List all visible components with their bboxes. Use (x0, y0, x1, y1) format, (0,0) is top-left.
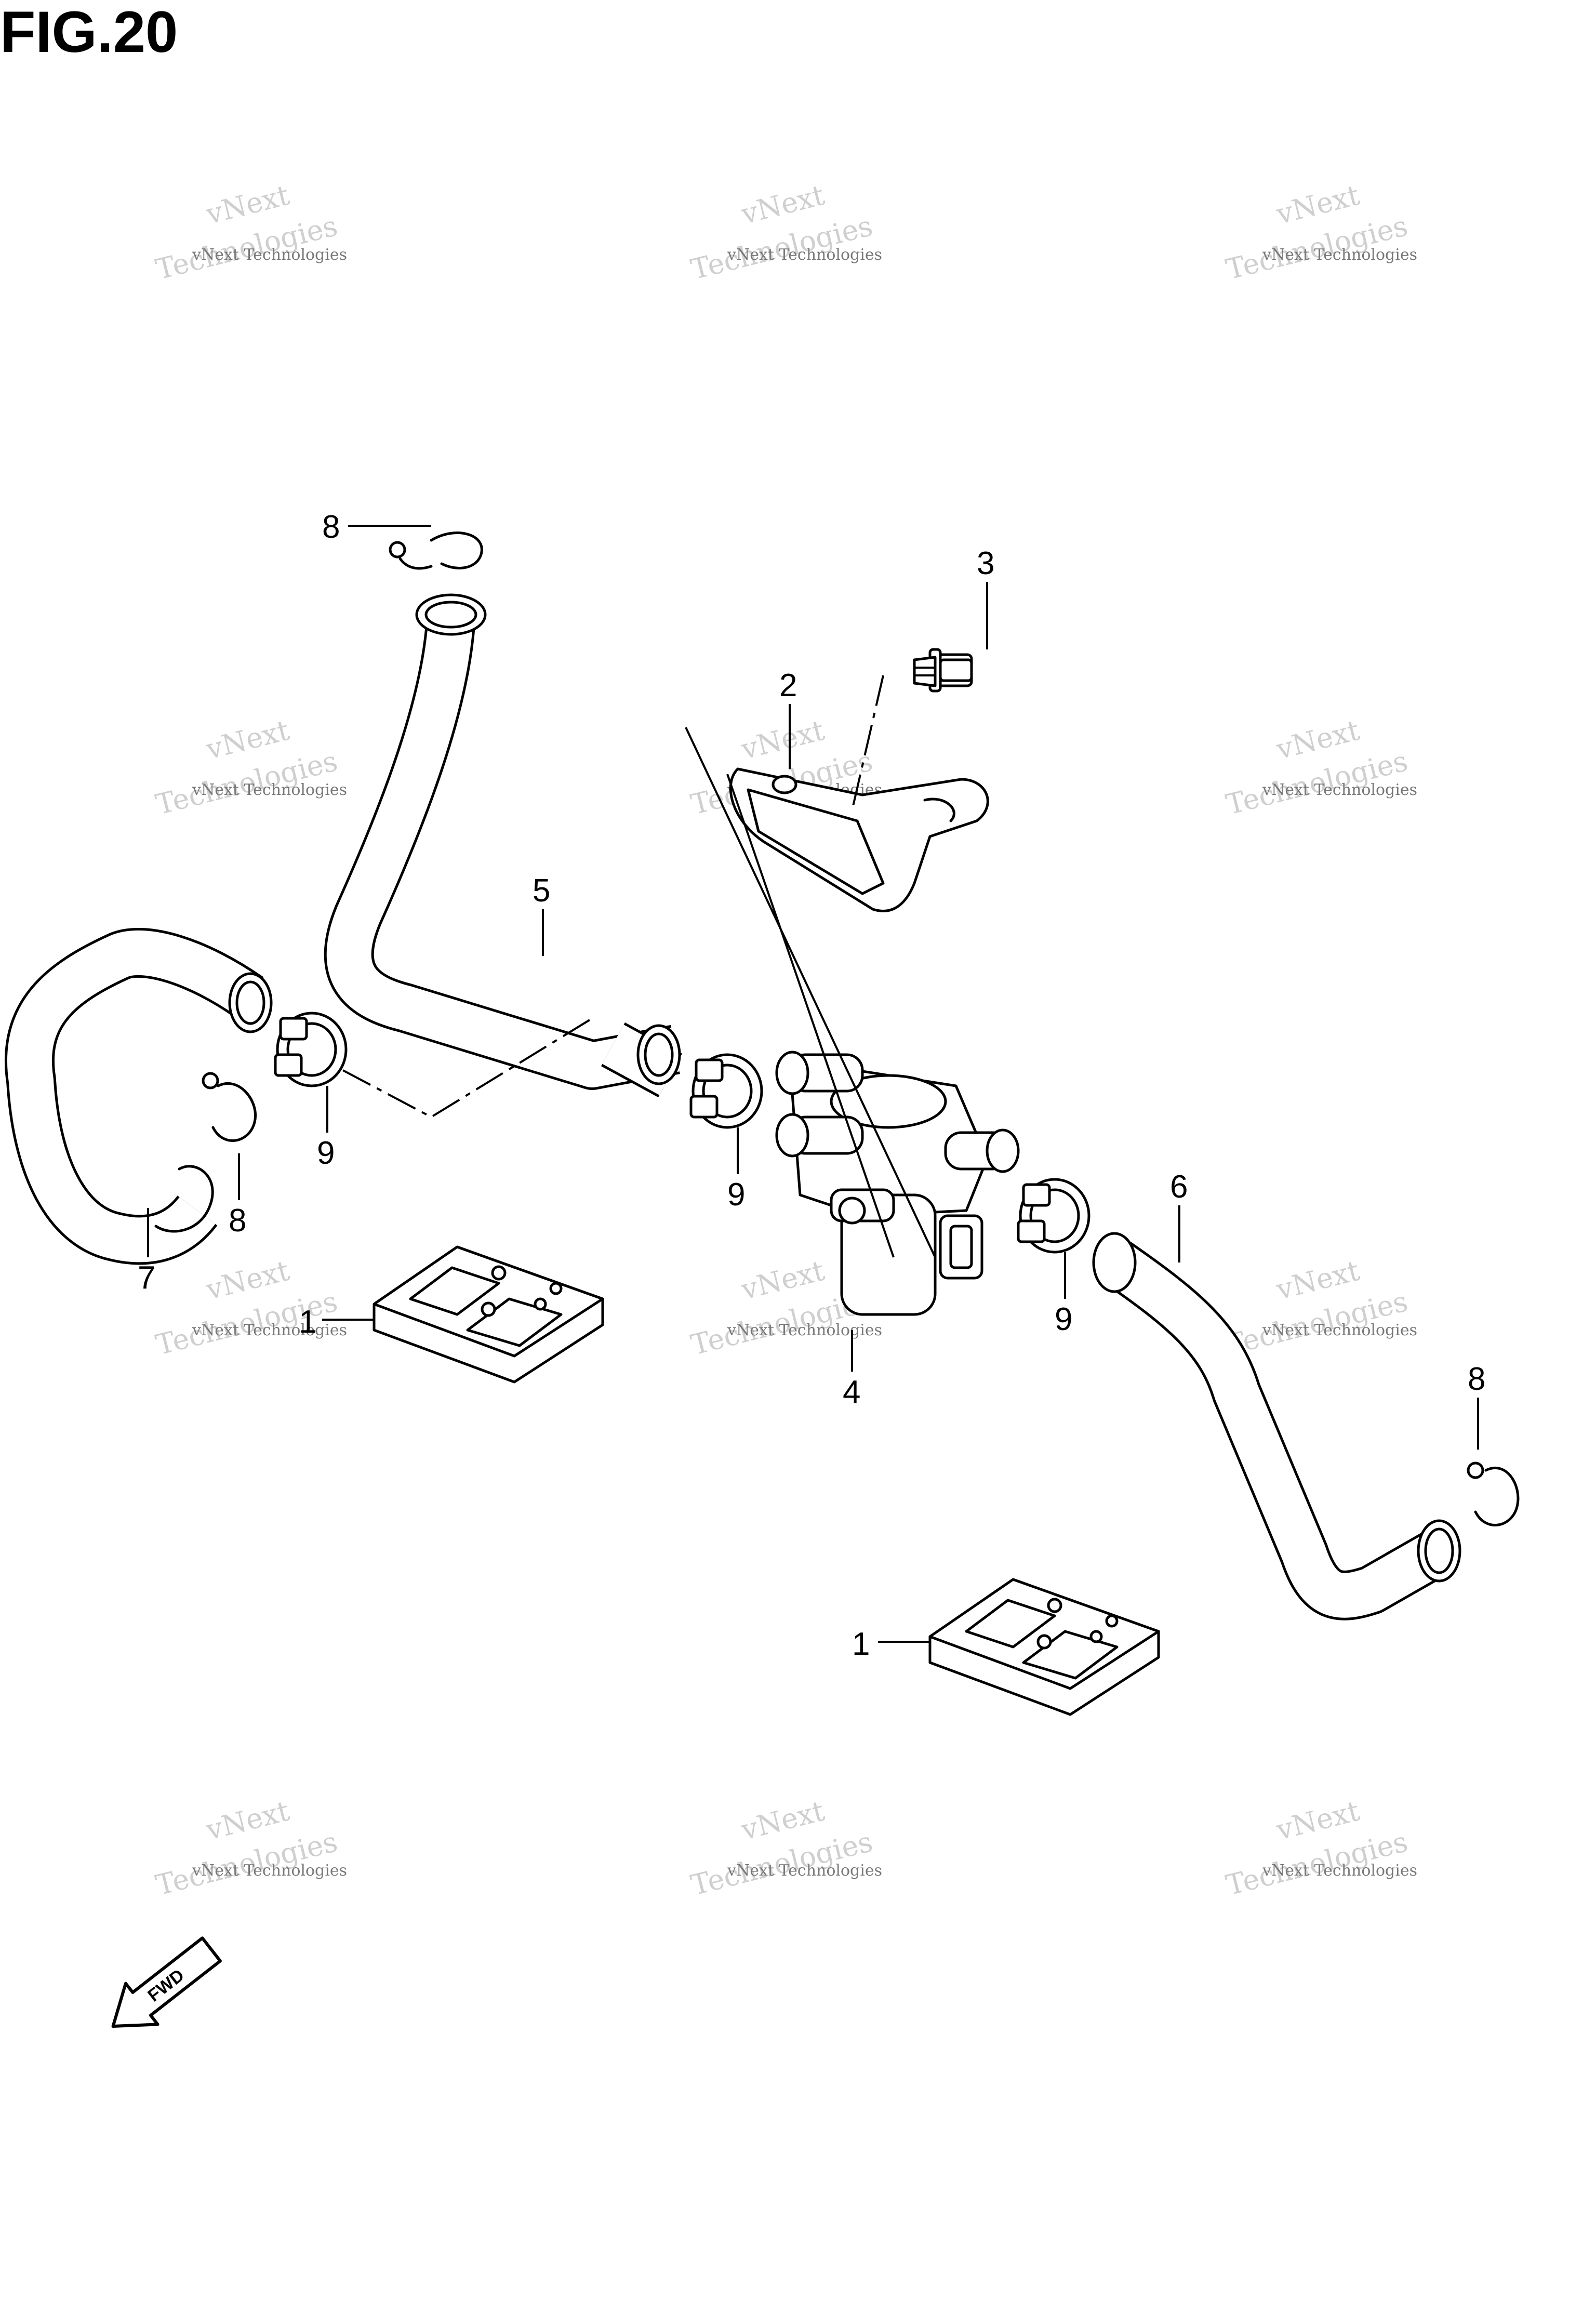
leader-lines (147, 525, 1479, 1643)
pad-1b (928, 1578, 1160, 1716)
callout-8: 8 (229, 1203, 246, 1239)
svg-text:vNext Technologies: vNext Technologies (1262, 1321, 1417, 1339)
watermark: vNext Technologies vNext Technologies (688, 1794, 882, 1902)
callout-8: 8 (322, 509, 340, 545)
figure-title: FIG.20 (0, 0, 178, 64)
watermark: vNext Technologies vNext Technologies (1223, 178, 1417, 286)
watermark: vNext Technologies vNext Technologies (153, 713, 347, 821)
clamp-9b (689, 1053, 763, 1129)
callout-5: 5 (533, 873, 550, 909)
bracket-2 (729, 767, 989, 912)
callout-6: 6 (1170, 1169, 1188, 1205)
svg-text:vNext Technologies: vNext Technologies (727, 246, 882, 264)
hose-6 (1092, 1232, 1461, 1620)
hose-5 (324, 593, 682, 1098)
svg-text:vNext Technologies: vNext Technologies (192, 1321, 347, 1339)
watermark: vNext Technologies vNext Technologies (153, 1794, 347, 1902)
callout-9: 9 (1055, 1301, 1072, 1337)
pad-1a (373, 1245, 604, 1384)
callout-7: 7 (138, 1260, 155, 1296)
watermark: vNext Technologies vNext Technologies (1223, 713, 1417, 821)
svg-text:vNext Technologies: vNext Technologies (727, 1321, 882, 1339)
callout-4: 4 (843, 1374, 860, 1410)
clamp-9a (274, 1012, 348, 1087)
clip-8c (1467, 1461, 1520, 1526)
clip-8b (202, 1072, 257, 1142)
watermark: vNext Technologies vNext Technologies (1223, 1794, 1417, 1902)
callout-1: 1 (852, 1626, 870, 1662)
watermark: vNext Technologies vNext Technologies (688, 178, 882, 286)
callout-3: 3 (977, 546, 994, 581)
svg-text:vNext Technologies: vNext Technologies (727, 1862, 882, 1880)
callouts: 1 1 2 3 4 5 6 7 8 8 8 9 9 9 (138, 509, 1485, 1662)
callout-9: 9 (317, 1135, 335, 1171)
svg-text:vNext Technologies: vNext Technologies (1262, 781, 1417, 799)
svg-text:vNext Technologies: vNext Technologies (192, 246, 347, 264)
callout-2: 2 (779, 668, 797, 703)
svg-text:vNext Technologies: vNext Technologies (192, 1862, 347, 1880)
bolt-3 (913, 648, 973, 693)
clip-8a (389, 532, 483, 570)
svg-text:vNext Technologies: vNext Technologies (1262, 246, 1417, 264)
watermark: vNext Technologies vNext Technologies (153, 178, 347, 286)
svg-text:vNext Technologies: vNext Technologies (192, 781, 347, 799)
watermark: vNext Technologies vNext Technologies (153, 1254, 347, 1361)
clamp-9c (1017, 1178, 1090, 1254)
svg-text:vNext Technologies: vNext Technologies (1262, 1862, 1417, 1880)
watermark: vNext Technologies vNext Technologies (1223, 1254, 1417, 1361)
callout-9: 9 (727, 1177, 745, 1213)
fwd-arrow-icon: FWD (111, 1936, 222, 2028)
hose-7 (4, 928, 273, 1265)
callout-8: 8 (1468, 1361, 1485, 1397)
valve-4 (775, 1051, 1020, 1316)
callout-1: 1 (299, 1304, 316, 1340)
